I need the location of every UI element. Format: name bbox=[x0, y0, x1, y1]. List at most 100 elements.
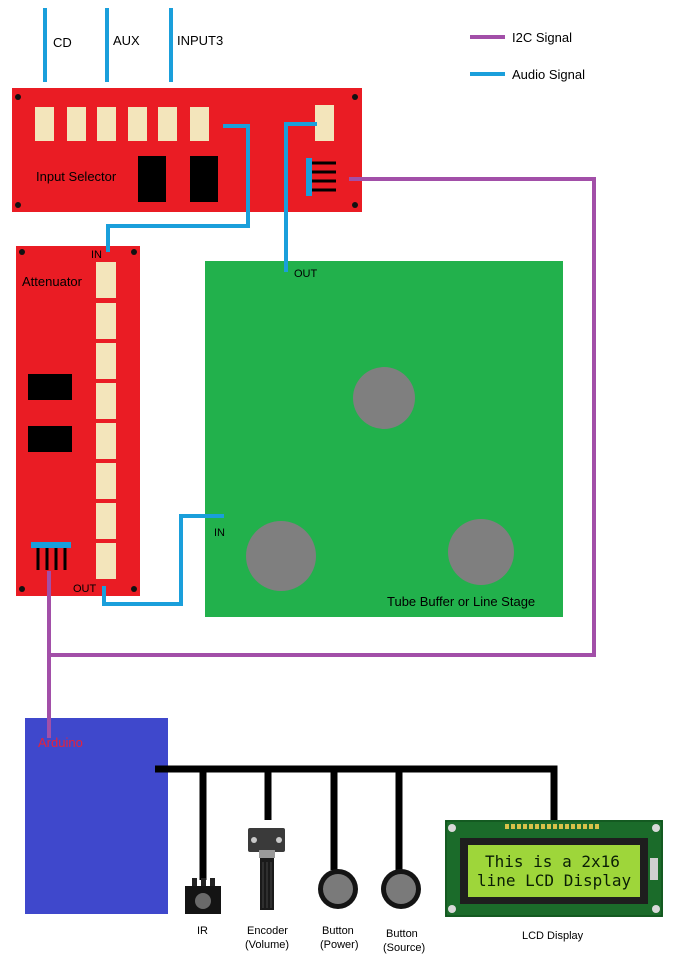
mount-hole bbox=[15, 94, 21, 100]
lcd-line-1: This is a 2x16 bbox=[485, 852, 620, 871]
audio-wiring bbox=[102, 122, 317, 606]
ir-label: IR bbox=[197, 925, 208, 937]
lcd-pin bbox=[517, 824, 521, 829]
relay-pad bbox=[96, 383, 116, 419]
selector-to-attenuator-wire bbox=[106, 124, 250, 252]
mount-hole bbox=[352, 94, 358, 100]
relay-pad bbox=[96, 543, 116, 579]
attenuator-label: Attenuator bbox=[22, 274, 83, 289]
mount-hole bbox=[652, 905, 660, 913]
lcd-module: This is a 2x16 line LCD Display LCD Disp… bbox=[445, 820, 663, 942]
relay-pad bbox=[158, 107, 177, 141]
ic-chip bbox=[190, 156, 218, 202]
input-selector-board: Input Selector bbox=[12, 88, 362, 212]
mount-hole bbox=[652, 824, 660, 832]
relay-pad bbox=[97, 107, 116, 141]
attenuator-out-label: OUT bbox=[73, 583, 97, 595]
ic-chip bbox=[28, 426, 72, 452]
legend-i2c-label: I2C Signal bbox=[512, 30, 572, 45]
i2c-bus-wire bbox=[51, 177, 596, 657]
mount-hole bbox=[19, 249, 25, 255]
input-lines: CD AUX INPUT3 bbox=[43, 8, 223, 82]
rotary-encoder: Encoder (Volume) bbox=[245, 828, 289, 951]
ic-chip bbox=[28, 374, 72, 400]
button-source-label-line2: (Source) bbox=[383, 942, 425, 954]
ir-lens bbox=[195, 893, 211, 909]
lcd-pin bbox=[505, 824, 509, 829]
encoder-body bbox=[248, 828, 285, 852]
attenuator-board: Attenuator IN OUT bbox=[16, 246, 140, 596]
lcd-pin bbox=[583, 824, 587, 829]
tube-buffer-in-label: IN bbox=[214, 527, 225, 539]
mount-hole bbox=[131, 586, 137, 592]
relay-pad bbox=[315, 105, 334, 141]
encoder-label-line1: Encoder bbox=[247, 925, 288, 937]
attenuator-to-tube-wire bbox=[102, 514, 224, 606]
lcd-pin bbox=[577, 824, 581, 829]
attenuator-pcb bbox=[16, 246, 140, 596]
input-selector-label: Input Selector bbox=[36, 169, 117, 184]
button-source-cap bbox=[386, 874, 416, 904]
arduino-label: Arduino bbox=[38, 735, 83, 750]
arduino-board: Arduino bbox=[25, 718, 168, 914]
relay-pad bbox=[96, 463, 116, 499]
i2c-header bbox=[31, 542, 71, 570]
button-power-label-line2: (Power) bbox=[320, 939, 359, 951]
input-label-input3: INPUT3 bbox=[177, 33, 223, 48]
attenuator-in-label: IN bbox=[91, 249, 102, 261]
lcd-pin bbox=[547, 824, 551, 829]
lcd-pin bbox=[535, 824, 539, 829]
button-power-label-line1: Button bbox=[322, 925, 354, 937]
relay-pad bbox=[96, 503, 116, 539]
lcd-pin bbox=[541, 824, 545, 829]
button-power-cap bbox=[323, 874, 353, 904]
relay-pad bbox=[190, 107, 209, 141]
ic-chip bbox=[138, 156, 166, 202]
legend-audio-label: Audio Signal bbox=[512, 67, 585, 82]
lcd-line-2: line LCD Display bbox=[477, 871, 631, 890]
input-label-cd: CD bbox=[53, 35, 72, 50]
relay-pad bbox=[96, 262, 116, 298]
relay-pad bbox=[96, 303, 116, 339]
mount-hole bbox=[448, 905, 456, 913]
tube-out-to-selector-wire bbox=[284, 122, 317, 272]
input-label-aux: AUX bbox=[113, 33, 140, 48]
legend: I2C Signal Audio Signal bbox=[470, 30, 585, 82]
tube-buffer-label: Tube Buffer or Line Stage bbox=[387, 594, 535, 609]
lcd-pin bbox=[571, 824, 575, 829]
button-source: Button (Source) bbox=[381, 869, 425, 954]
lcd-screen bbox=[468, 845, 640, 897]
relay-pad bbox=[128, 107, 147, 141]
encoder-label-line2: (Volume) bbox=[245, 939, 289, 951]
lcd-pin bbox=[553, 824, 557, 829]
mount-hole bbox=[15, 202, 21, 208]
lcd-header-pins bbox=[505, 824, 599, 829]
lcd-pin bbox=[511, 824, 515, 829]
control-bus-main bbox=[155, 765, 558, 820]
tube-socket bbox=[448, 519, 514, 585]
button-source-label-line1: Button bbox=[386, 928, 418, 940]
tube-buffer-out-label: OUT bbox=[294, 268, 318, 280]
control-bus bbox=[155, 765, 558, 880]
tube-buffer-board: Tube Buffer or Line Stage OUT IN bbox=[205, 261, 563, 617]
button-power: Button (Power) bbox=[318, 869, 359, 951]
ir-receiver: IR bbox=[185, 878, 221, 937]
mount-hole bbox=[19, 586, 25, 592]
lcd-pin bbox=[523, 824, 527, 829]
lcd-pin bbox=[559, 824, 563, 829]
lcd-pin bbox=[529, 824, 533, 829]
lcd-display-label: LCD Display bbox=[522, 930, 584, 942]
lcd-pin bbox=[595, 824, 599, 829]
relay-pad bbox=[35, 107, 54, 141]
arduino-body bbox=[25, 718, 168, 914]
i2c-wiring bbox=[47, 177, 596, 726]
relay-pad bbox=[67, 107, 86, 141]
lcd-pin bbox=[589, 824, 593, 829]
relay-pad bbox=[96, 423, 116, 459]
mount-hole bbox=[131, 249, 137, 255]
tube-socket bbox=[353, 367, 415, 429]
mount-hole bbox=[352, 202, 358, 208]
mount-hole bbox=[448, 824, 456, 832]
relay-pad bbox=[96, 343, 116, 379]
